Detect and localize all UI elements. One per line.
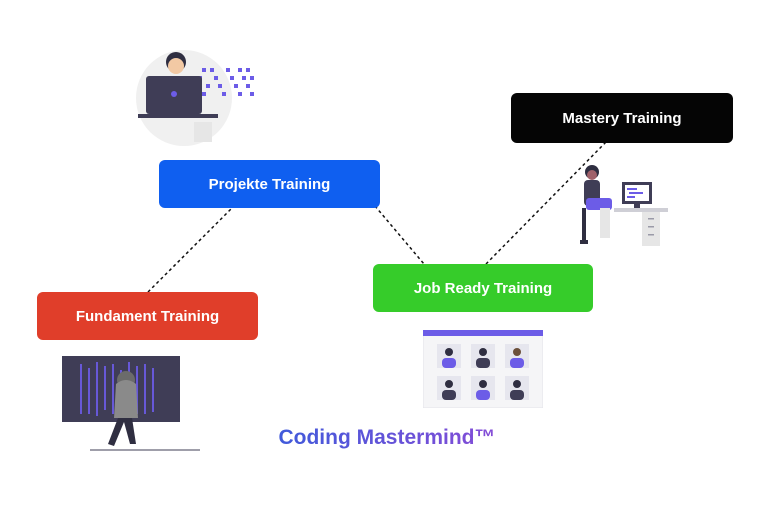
job-ready-training-box: Job Ready Training (373, 264, 593, 312)
projekte-training-box: Projekte Training (159, 160, 380, 208)
person-at-desk-computer-icon (574, 164, 670, 250)
hooded-person-code-wall-icon (60, 354, 208, 454)
video-call-grid-icon (422, 329, 544, 409)
connector-fundament-projekte (147, 207, 233, 293)
developer-at-laptop-icon (132, 42, 260, 146)
connector-jobready-mastery (485, 141, 607, 265)
brand-title: Coding Mastermind™ (262, 426, 512, 450)
fundament-training-box: Fundament Training (37, 292, 258, 340)
connector-projekte-jobready (374, 205, 425, 265)
mastery-training-box: Mastery Training (511, 93, 733, 143)
